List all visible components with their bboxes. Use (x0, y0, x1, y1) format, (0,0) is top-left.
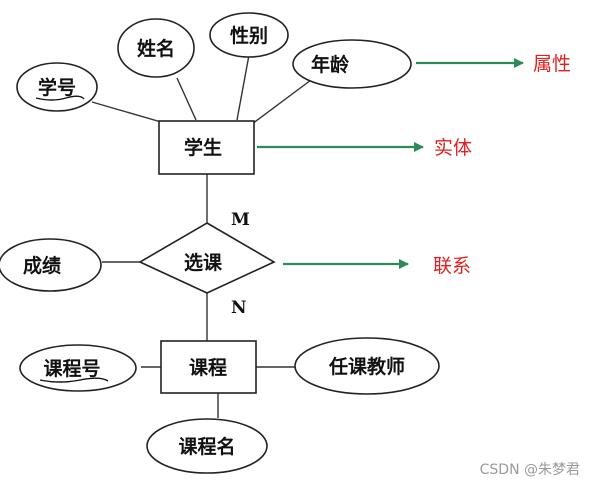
attribute-age: 年龄 (292, 39, 412, 89)
attribute-student-id: 学号 (16, 62, 98, 112)
attribute-gender-label: 性别 (230, 24, 268, 47)
cardinality-n: N (231, 298, 247, 318)
connector-lines (91, 54, 312, 418)
attribute-name: 姓名 (117, 18, 195, 78)
attribute-teacher-label: 任课教师 (328, 355, 405, 378)
attribute-course-name: 课程名 (146, 418, 268, 474)
attribute-gender: 性别 (209, 12, 289, 58)
entity-student-label: 学生 (184, 136, 222, 159)
attribute-grade-label: 成绩 (23, 254, 61, 277)
attribute-course-id-label: 课程号 (43, 358, 100, 380)
primary-key-underline (35, 95, 85, 101)
annotation-attribute: 属性 (533, 53, 571, 75)
primary-key-underline (39, 377, 109, 383)
relationship-select-course-label: 选课 (184, 252, 223, 274)
cardinality-m: M (231, 210, 250, 230)
attribute-student-id-label: 学号 (38, 76, 76, 99)
annotation-relationship: 联系 (433, 255, 471, 277)
edge-age (251, 79, 312, 125)
edge-gender (236, 54, 250, 121)
attribute-grade: 成绩 (0, 238, 102, 292)
attribute-age-label: 年龄 (311, 53, 350, 76)
attribute-name-label: 姓名 (137, 37, 175, 60)
attribute-teacher: 任课教师 (294, 337, 440, 395)
relationship-select-course: 选课 (138, 222, 276, 294)
edge-name (176, 77, 197, 121)
annotation-entity: 实体 (434, 137, 472, 159)
attribute-course-id: 课程号 (19, 344, 137, 392)
watermark: CSDN @朱梦君 (480, 462, 580, 478)
attribute-course-name-label: 课程名 (178, 435, 235, 458)
edge-student-id (91, 101, 169, 125)
entity-course-label: 课程 (189, 357, 227, 379)
entity-course: 课程 (160, 340, 257, 394)
entity-student: 学生 (158, 120, 255, 175)
